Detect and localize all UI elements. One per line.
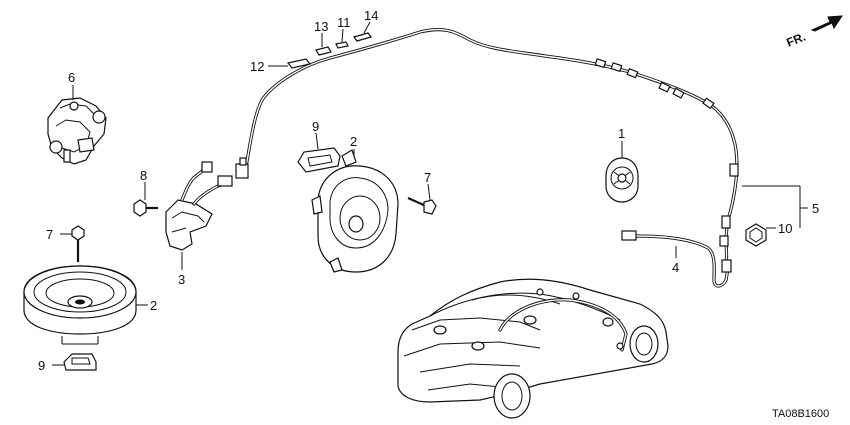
- part-12-pad: [286, 58, 312, 69]
- callout-6: 6: [68, 70, 75, 85]
- callout-labels: 1 2 2 3 4 5 6 7 7 8 9 9 10 11 12 13 14: [38, 8, 819, 373]
- callout-5: 5: [812, 201, 819, 216]
- part-3-bracket: [165, 161, 233, 270]
- part-7-bolt-center: [407, 183, 437, 215]
- roof-wire-harness: [235, 27, 739, 264]
- callout-2-left: 2: [150, 298, 157, 313]
- part-1-tweeter: [605, 141, 639, 203]
- callout-8: 8: [140, 168, 147, 183]
- part-2-speaker-left: [23, 265, 148, 345]
- part-14-pad: [352, 32, 373, 42]
- part-10-clip: [745, 223, 776, 247]
- part-2-speaker-center: [311, 149, 399, 273]
- part-11-pad: [335, 41, 349, 49]
- callout-12: 12: [250, 59, 264, 74]
- callout-4: 4: [672, 260, 679, 275]
- callout-11: 11: [337, 15, 351, 30]
- part-9-mount-left: [52, 353, 97, 371]
- callout-1: 1: [618, 126, 625, 141]
- part-7-bolt-left: [60, 225, 85, 262]
- callout-7-left: 7: [46, 227, 53, 242]
- callout-14: 14: [364, 8, 378, 23]
- callout-7-center: 7: [424, 170, 431, 185]
- callout-2-center: 2: [350, 134, 357, 149]
- callout-10: 10: [778, 221, 792, 236]
- front-direction-indicator: FR.: [784, 15, 843, 50]
- front-direction-label: FR.: [784, 30, 807, 50]
- car-illustration: [397, 278, 669, 419]
- callout-13: 13: [314, 19, 328, 34]
- small-parts-group: [268, 21, 373, 69]
- callout-9-left: 9: [38, 358, 45, 373]
- callout-9-center: 9: [312, 119, 319, 134]
- callout-5-bracket: [742, 185, 808, 228]
- front-arrow-icon: [810, 15, 843, 32]
- part-4-cable: [621, 230, 732, 288]
- diagram-code: TA08B1600: [772, 408, 829, 420]
- callout-3: 3: [178, 272, 185, 287]
- part-13-pad: [315, 46, 332, 56]
- part-9-mount-center: [297, 132, 341, 173]
- part-8-screw: [133, 182, 158, 217]
- part-6-bracket: [47, 85, 107, 165]
